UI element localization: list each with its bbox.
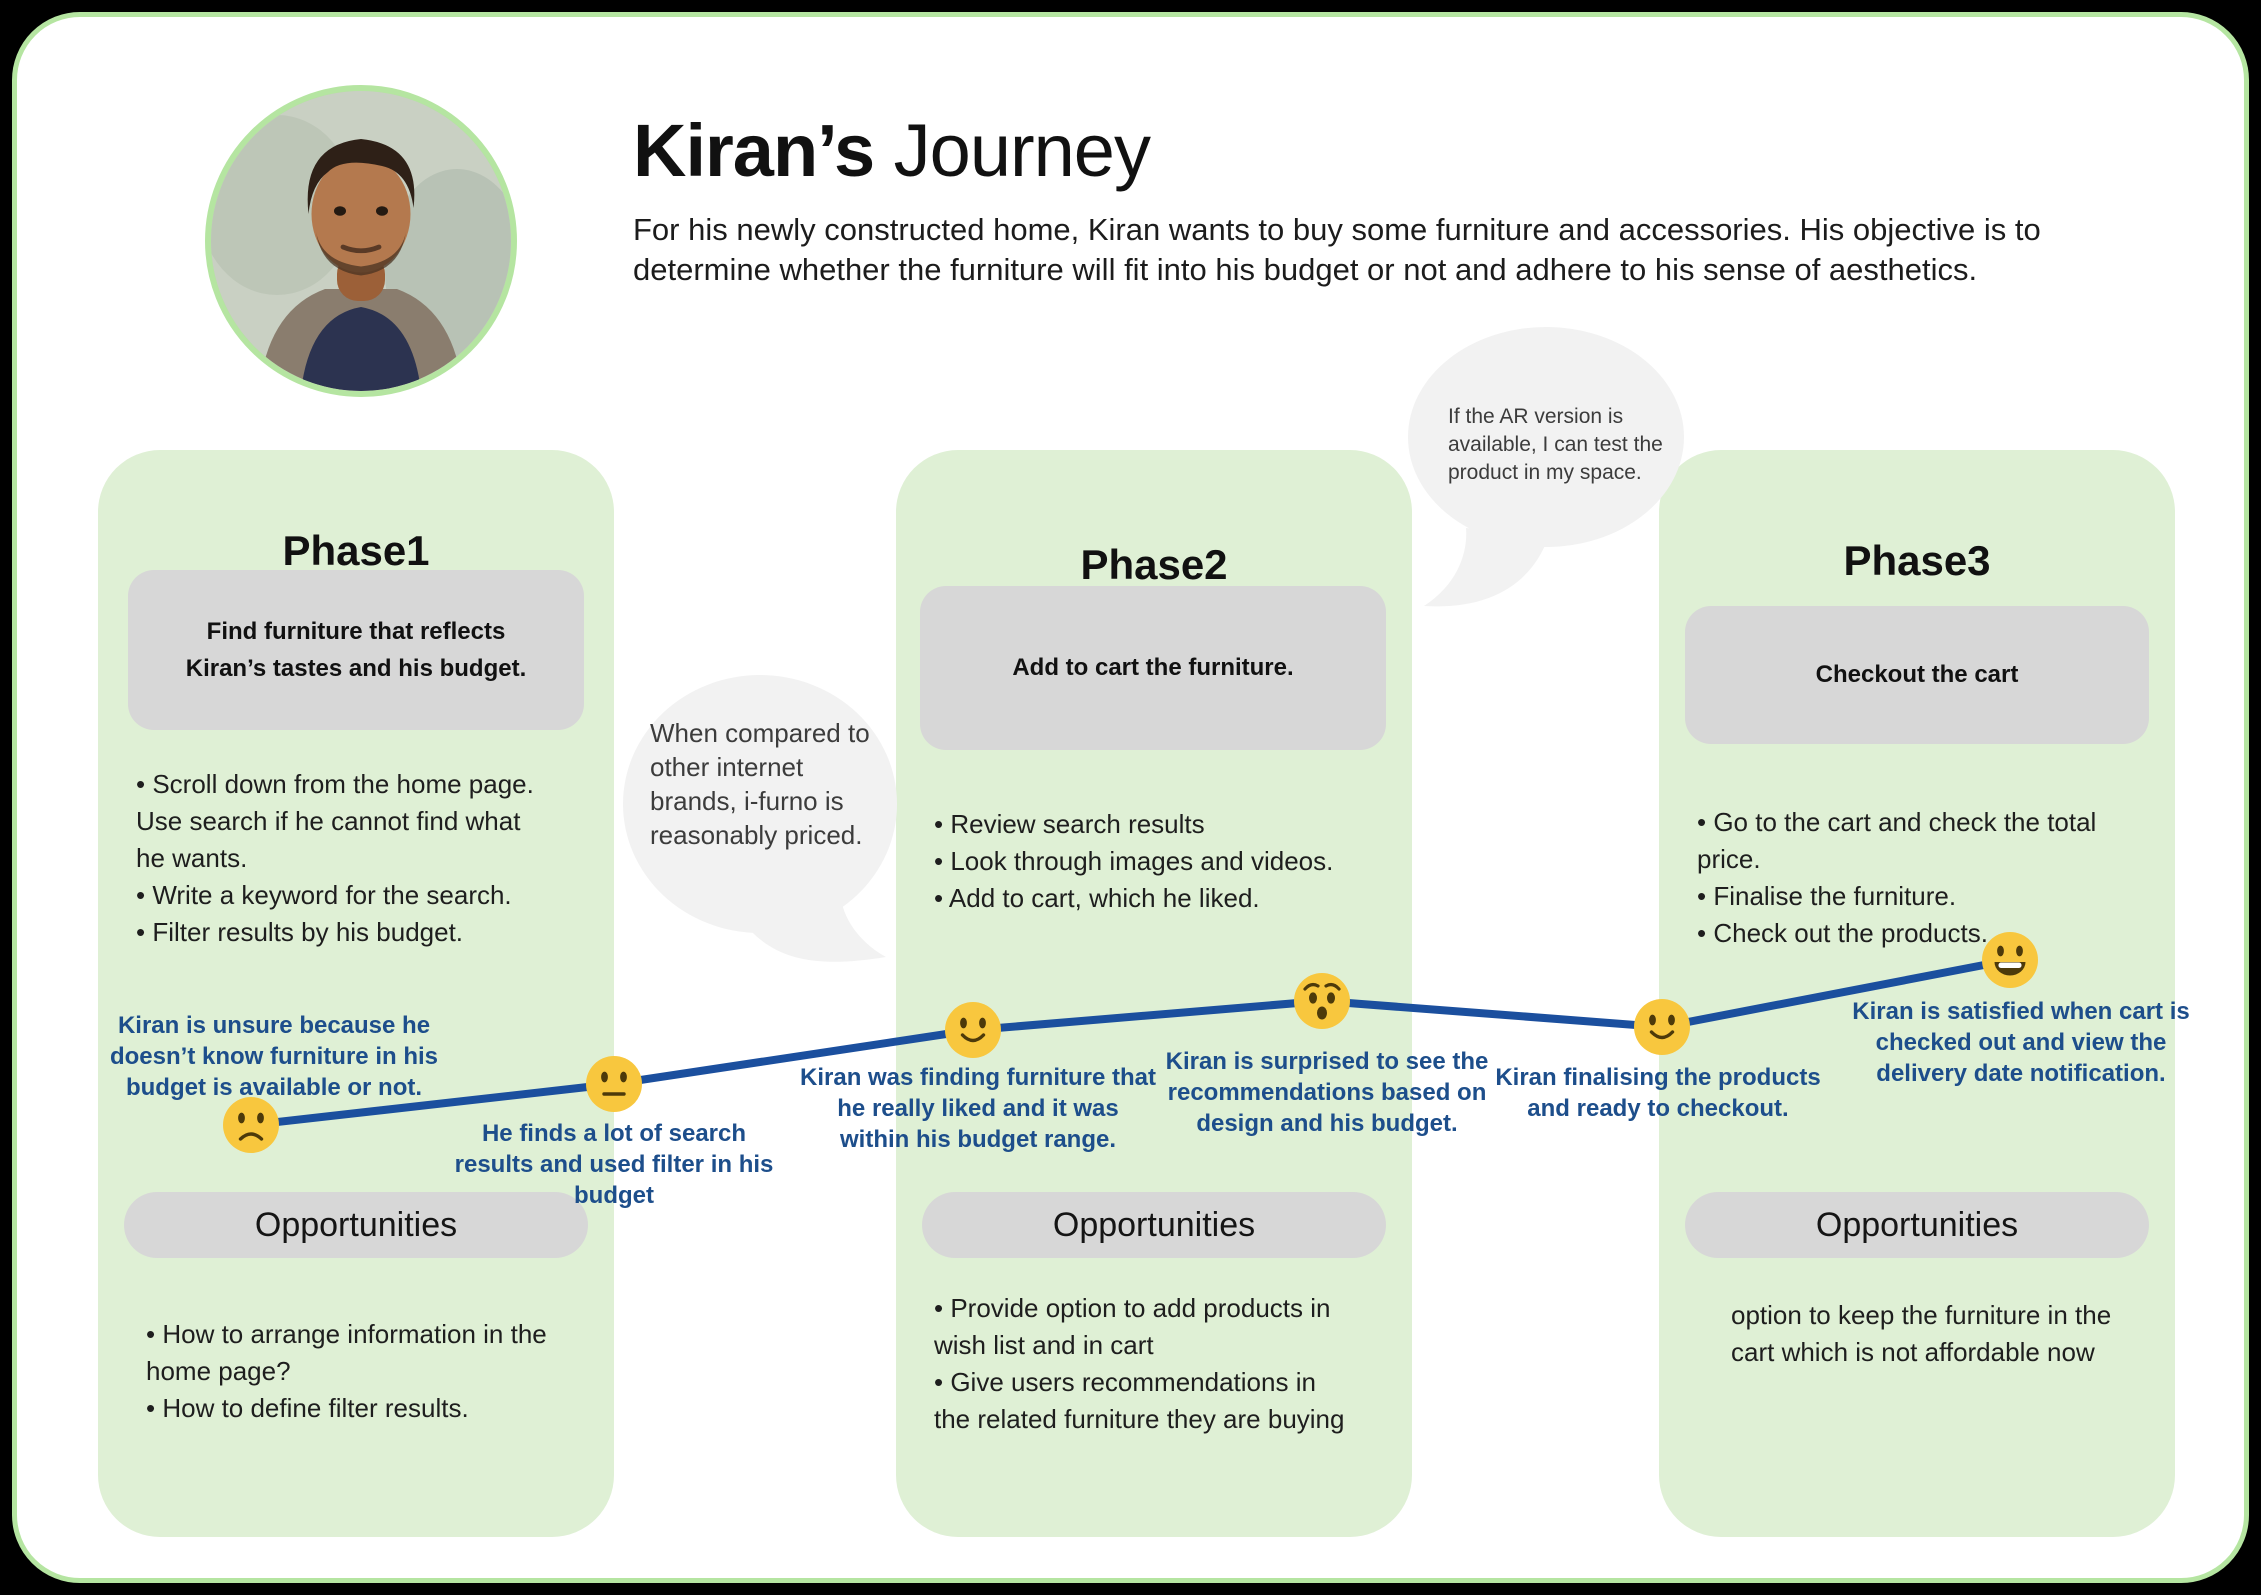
phase3-action-item: Finalise the furniture. xyxy=(1697,878,2132,915)
phase1-action-item: Scroll down from the home page. Use sear… xyxy=(136,766,544,877)
phase2-opportunities-list: Provide option to add products in wish l… xyxy=(934,1290,1349,1438)
journey-label-surprised: Kiran is surprised to see the recommenda… xyxy=(1165,1048,1489,1137)
phase1-opportunities-list: How to arrange information in the home p… xyxy=(146,1316,566,1427)
journey-label-unsure: Kiran is unsure because he doesn’t know … xyxy=(109,1012,438,1101)
persona-description: For his newly constructed home, Kiran wa… xyxy=(633,212,2041,287)
journey-label-finalising: Kiran finalising the products and ready … xyxy=(1495,1064,1821,1122)
phase3-action-item: Check out the products. xyxy=(1697,915,2132,952)
phase3-opportunity-text: option to keep the furniture in the cart… xyxy=(1731,1300,2112,1367)
phase1-action-item: Write a keyword for the search. xyxy=(136,877,544,914)
phase1-title: Phase1 xyxy=(282,526,430,574)
phase1-task-box: Find furniture that reflects Kiran’s tas… xyxy=(128,570,584,730)
phase1-action-item: Filter results by his budget. xyxy=(136,914,544,951)
phase3-title: Phase3 xyxy=(1843,536,1991,584)
phase3-opportunities-header: Opportunities xyxy=(1685,1192,2149,1258)
avatar xyxy=(205,85,517,397)
phase-column-1: Phase1 Find furniture that reflects Kira… xyxy=(98,450,614,1537)
journey-label-liked: Kiran was finding furniture that he real… xyxy=(800,1064,1157,1153)
phase-column-2: Phase2 Add to cart the furniture. Review… xyxy=(896,450,1412,1537)
phase2-opportunity-item: Give users recommendations in the relate… xyxy=(934,1364,1349,1438)
phase2-opportunities-header: Opportunities xyxy=(922,1192,1386,1258)
phase1-opportunity-item: How to arrange information in the home p… xyxy=(146,1316,566,1390)
phase1-opportunity-item: How to define filter results. xyxy=(146,1390,566,1427)
persona-photo-illustration xyxy=(211,91,511,391)
phase2-action-item: Look through images and videos. xyxy=(934,843,1334,880)
phase1-actions-list: Scroll down from the home page. Use sear… xyxy=(136,766,544,951)
phase3-action-item: Go to the cart and check the total price… xyxy=(1697,804,2132,878)
page-title: Kiran’s Journey xyxy=(633,108,1151,193)
phase2-opportunity-item: Provide option to add products in wish l… xyxy=(934,1290,1349,1364)
journey-label-filter: He finds a lot of search results and use… xyxy=(454,1120,774,1209)
phase2-action-item: Add to cart, which he liked. xyxy=(934,880,1334,917)
phase2-title: Phase2 xyxy=(1080,540,1228,588)
page-title-bold: Kiran’s xyxy=(633,109,875,192)
page-title-light: Journey xyxy=(874,109,1151,192)
phase1-opportunities-header: Opportunities xyxy=(124,1192,588,1258)
speech-bubble-ar-text: If the AR version is available, I can te… xyxy=(1448,405,1663,484)
journey-label-satisfied: Kiran is satisfied when cart is checked … xyxy=(1852,998,2190,1087)
phase3-actions-list: Go to the cart and check the total price… xyxy=(1697,804,2132,952)
phase2-action-item: Review search results xyxy=(934,806,1334,843)
phase3-task-box: Checkout the cart xyxy=(1685,606,2149,744)
phase2-task-box: Add to cart the furniture. xyxy=(920,586,1386,750)
phase-column-3: Phase3 Checkout the cart Go to the cart … xyxy=(1659,450,2175,1537)
phase2-actions-list: Review search results Look through image… xyxy=(934,806,1334,917)
speech-bubble-price-text: When compared to other internet brands, … xyxy=(650,718,870,850)
